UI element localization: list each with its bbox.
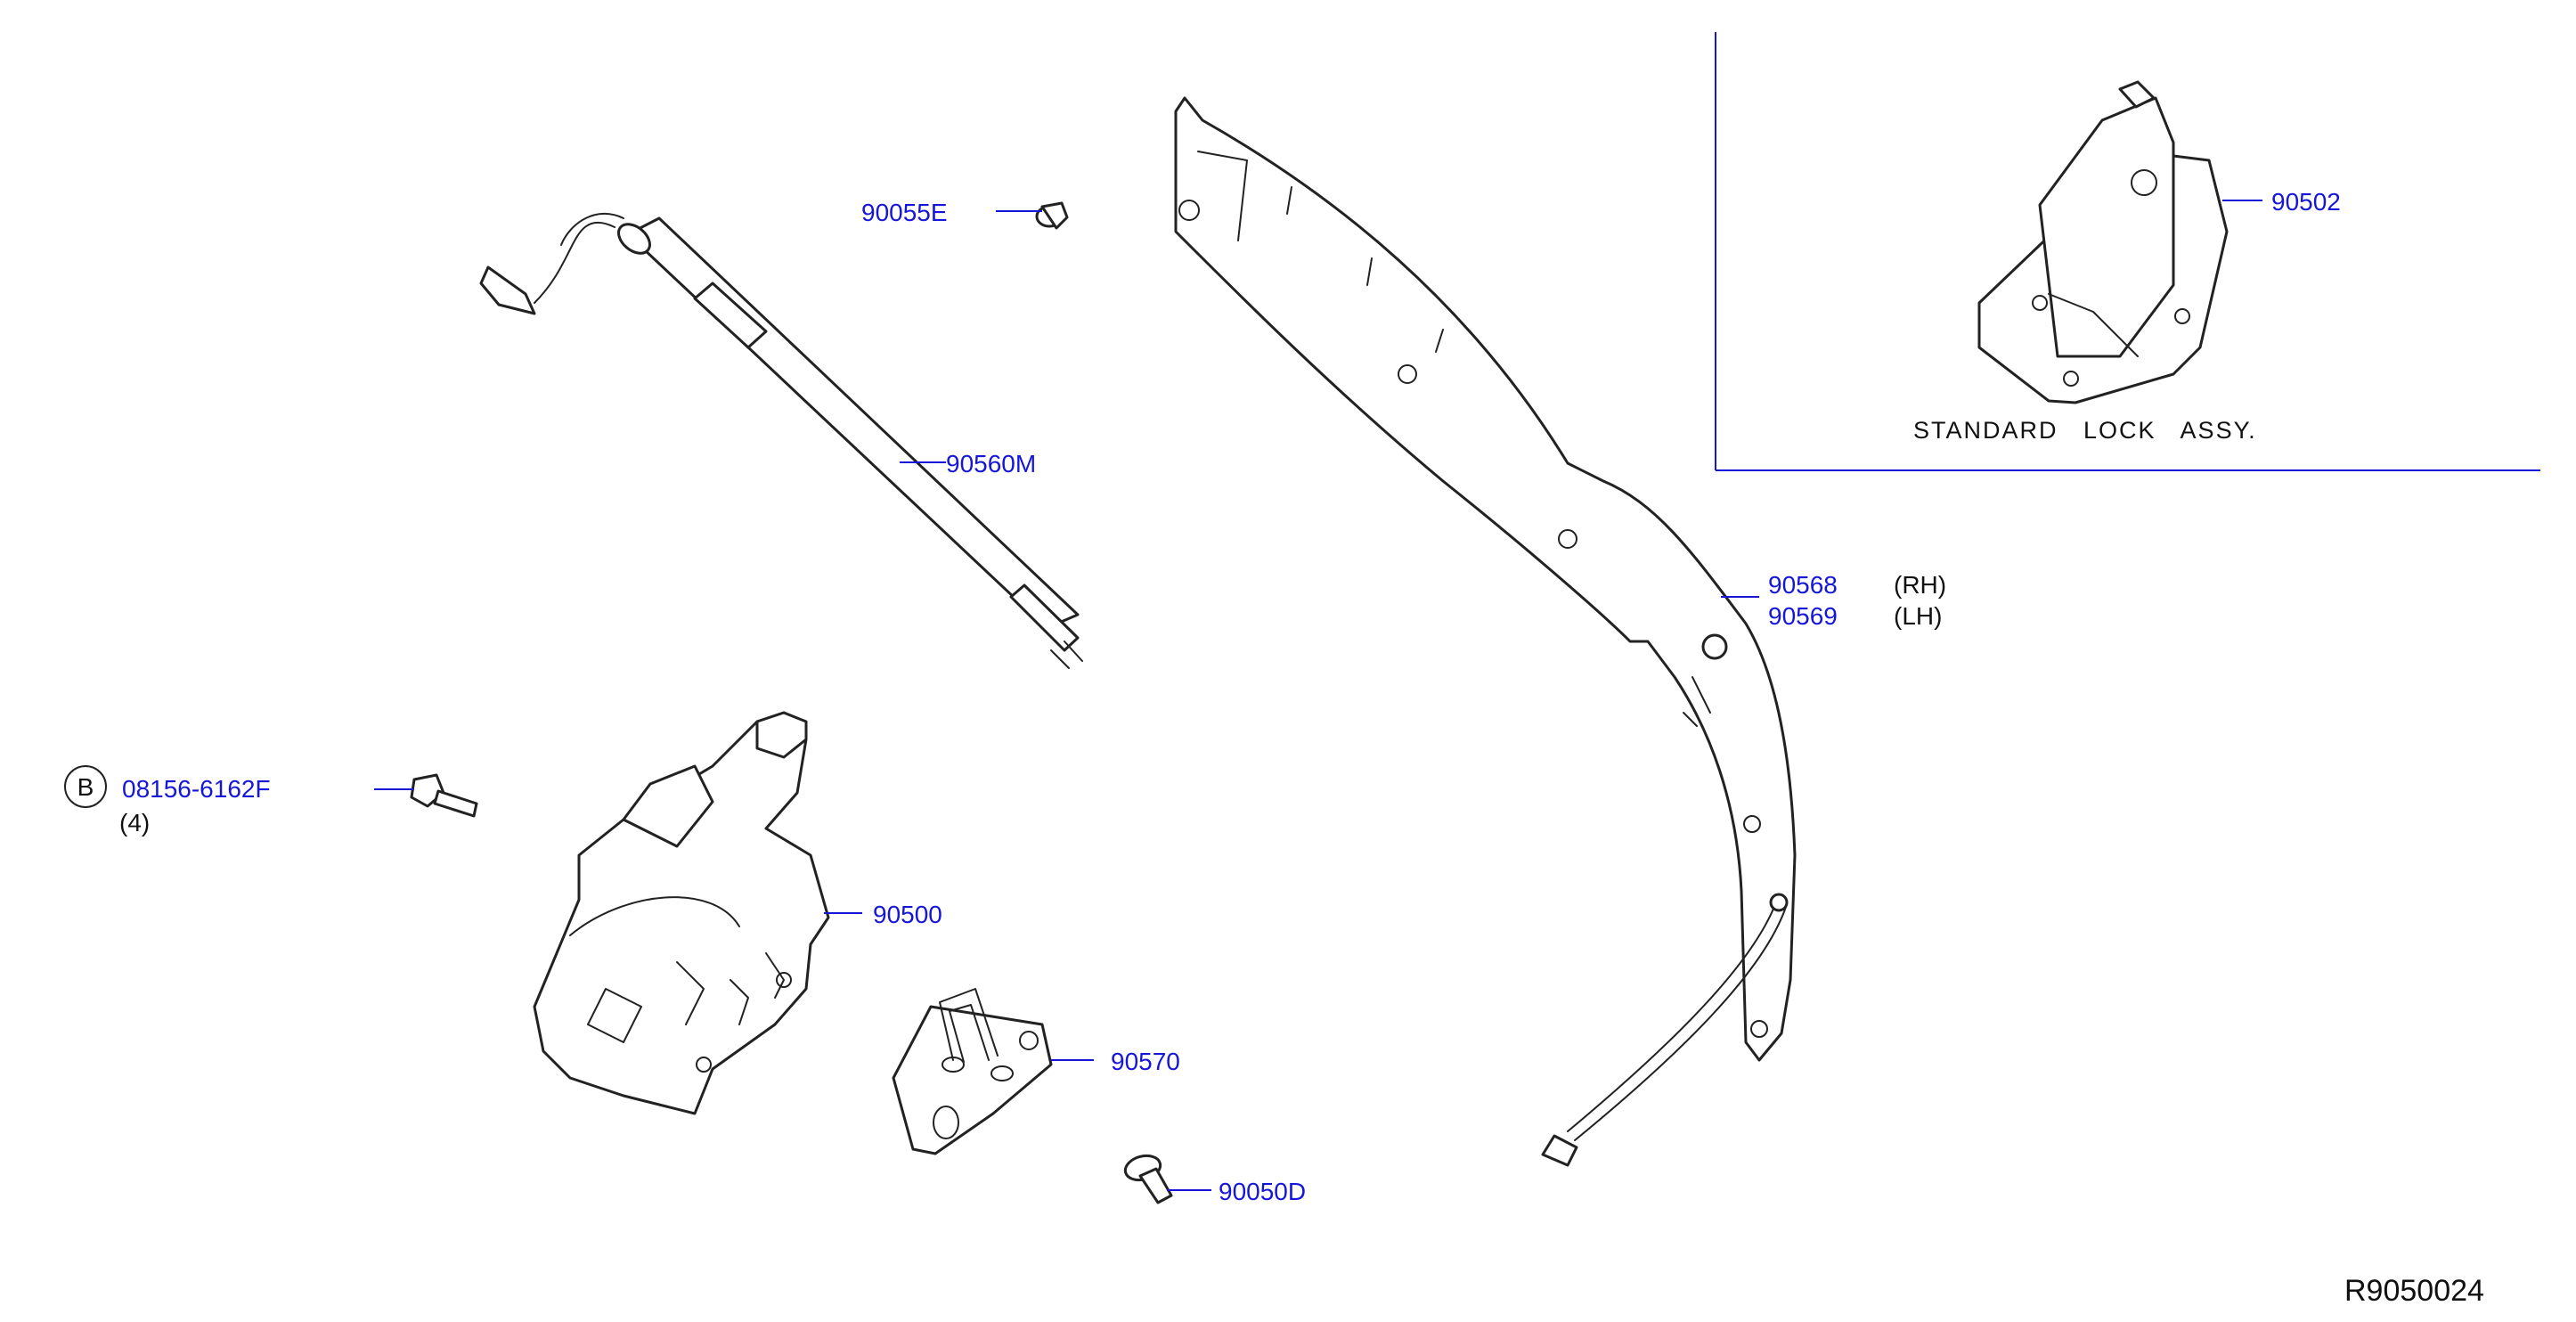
label-90050d[interactable]: 90050D <box>1219 1178 1306 1205</box>
label-90500[interactable]: 90500 <box>873 901 942 928</box>
label-90568-side: (RH) <box>1894 571 1946 599</box>
standard-lock-drawing[interactable] <box>1977 80 2229 404</box>
marker-b-letter: B <box>77 773 94 801</box>
label-90570[interactable]: 90570 <box>1111 1048 1180 1075</box>
label-90569[interactable]: 90569 <box>1768 602 1838 630</box>
label-90560m[interactable]: 90560M <box>946 450 1036 477</box>
label-08156-quantity: (4) <box>119 809 150 836</box>
striker-drawing[interactable] <box>892 988 1053 1155</box>
label-90502[interactable]: 90502 <box>2271 188 2341 216</box>
label-08156-6162f[interactable]: 08156-6162F <box>122 775 271 803</box>
inset-frame <box>1715 32 2540 471</box>
leader-lines <box>374 200 2262 1191</box>
reference-code: R9050024 <box>2344 1274 2484 1308</box>
gas-stay-drawing[interactable] <box>479 212 1083 669</box>
door-lock-drawing[interactable] <box>533 711 830 1115</box>
inset-caption: STANDARD LOCK ASSY. <box>1913 417 2257 444</box>
label-90568[interactable]: 90568 <box>1768 571 1838 599</box>
bolt-90055e-drawing[interactable] <box>1035 201 1069 230</box>
label-90569-side: (LH) <box>1894 602 1942 630</box>
bracket-panel-drawing[interactable] <box>1174 96 1797 1167</box>
bolt-90050d-drawing[interactable] <box>1122 1152 1173 1204</box>
label-90055e[interactable]: 90055E <box>861 199 948 226</box>
bolt-08156-drawing[interactable] <box>410 773 478 818</box>
reference-marker-b: B <box>64 765 107 808</box>
